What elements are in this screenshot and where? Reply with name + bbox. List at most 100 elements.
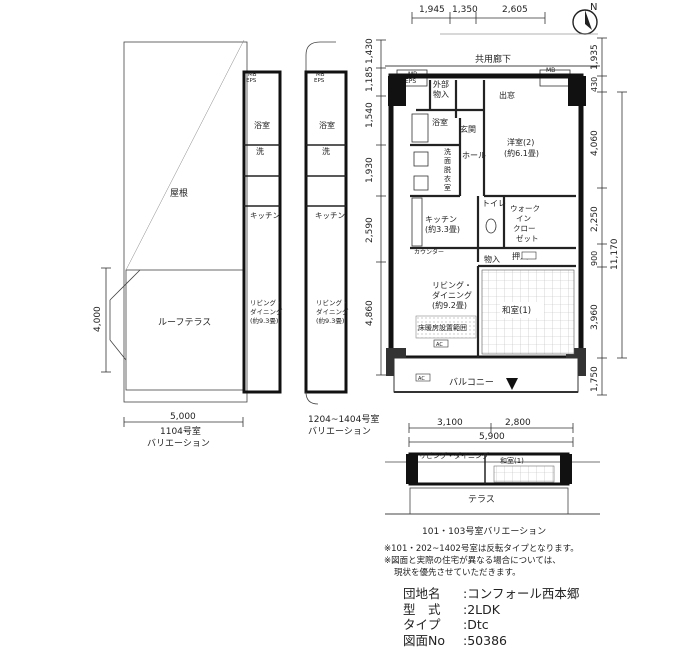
north-label: N — [590, 2, 597, 13]
bottom-dimensions — [408, 423, 574, 447]
japanese-room-label-101: 和室(1) — [500, 456, 524, 465]
svg-text:MB: MB — [316, 72, 325, 78]
caption-1204-line1: 1204~1404号室 — [308, 413, 379, 425]
compass: N — [572, 2, 598, 35]
svg-text:EPS: EPS — [314, 78, 325, 84]
dim-right-5: 900 — [590, 251, 599, 266]
svg-text:イン: イン — [516, 214, 531, 223]
storage-label: 物入 — [484, 254, 500, 264]
outdoor-storage-label: 外部 — [433, 79, 449, 89]
info-key: 団地名 — [403, 586, 441, 601]
ac-unit-balcony — [415, 373, 431, 382]
info-key: 型 式 — [403, 601, 441, 617]
kitchen-counter — [411, 197, 423, 247]
bathtub — [411, 113, 429, 143]
dim-top-2: 1,350 — [452, 5, 478, 15]
note-3: 現状を優先させていただきます。 — [394, 568, 521, 578]
svg-text:(約9.3畳): (約9.3畳) — [316, 316, 344, 325]
washing-machine — [413, 175, 429, 191]
dim-left-2: 1,185 — [365, 66, 375, 92]
svg-text:脱: 脱 — [444, 165, 451, 174]
variation-101: リビング・ダイニング 和室(1) テラス — [385, 451, 600, 515]
balcony-marker-icon — [506, 378, 518, 390]
svg-text:ダイニング: ダイニング — [432, 290, 472, 300]
info-key: 図面No — [403, 632, 445, 648]
svg-text:面: 面 — [444, 157, 451, 165]
entrance-label: 玄関 — [460, 124, 476, 134]
ld-label-101: リビング・ダイニング — [419, 451, 489, 460]
variation-1204: 浴室 洗 キッチン リビング・ ダイニング (約9.3畳) MB EPS — [304, 41, 349, 405]
svg-text:物入: 物入 — [433, 89, 449, 99]
info-key: タイプ — [403, 617, 441, 632]
dim-left-1: 1,430 — [365, 38, 375, 64]
info-row-complex: 団地名 :コンフォール西本郷 — [403, 586, 693, 602]
svg-text:洗: 洗 — [322, 146, 330, 156]
svg-text:キッチン: キッチン — [315, 211, 345, 220]
right-dimensions — [597, 37, 627, 396]
info-row-subtype: タイプ :Dtc — [403, 617, 693, 633]
svg-text:(約9.3畳): (約9.3畳) — [250, 316, 278, 325]
property-info: 団地名 :コンフォール西本郷 型 式 :2LDK タイプ :Dtc 図面No :… — [403, 586, 693, 648]
caption-101: 101・103号室バリエーション — [422, 525, 546, 537]
counter-label: カウンター — [414, 248, 444, 256]
svg-text:浴室: 浴室 — [254, 120, 270, 130]
svg-text:(約3.3畳): (約3.3畳) — [425, 224, 460, 234]
eps-label: EPS — [405, 78, 416, 85]
svg-text:(約6.1畳): (約6.1畳) — [504, 148, 539, 158]
caption-1104-line2: バリエーション — [147, 438, 210, 449]
svg-text:クロー: クロー — [513, 224, 536, 233]
main-plan: 共用廊下 MB EPS MB バルコニー AC — [385, 53, 600, 393]
dim-right-3: 4,060 — [590, 130, 600, 156]
floor-heating-label: 床暖房設置範囲 — [418, 323, 467, 332]
dim-left-5: 2,590 — [365, 217, 375, 243]
dim-right-2: 430 — [590, 77, 599, 92]
svg-text:(約9.2畳): (約9.2畳) — [432, 300, 467, 310]
terrace-label-101: テラス — [468, 494, 495, 505]
bathroom-label: 浴室 — [432, 117, 448, 127]
info-value: :Dtc — [463, 617, 489, 632]
washroom-label: 洗 — [444, 147, 451, 156]
hall-label: ホール — [462, 151, 486, 160]
caption-1204-line2: バリエーション — [308, 426, 371, 437]
dim-bottom-total: 5,900 — [479, 432, 505, 442]
svg-text:ダイニング: ダイニング — [316, 307, 349, 316]
info-row-drawing-no: 図面No :50386 — [403, 633, 693, 649]
dim-right-total: 11,170 — [610, 238, 620, 270]
dim-bottom-2: 2,800 — [505, 418, 531, 428]
svg-text:リビング・: リビング・ — [316, 298, 349, 307]
ac-unit-jp — [521, 251, 537, 260]
roof-terrace-label-1104: ルーフテラス — [158, 317, 211, 328]
wash-basin — [413, 151, 429, 167]
notes: ※101・202~1402号室は反転タイプとなります。 ※図面と実際の住宅が異な… — [384, 543, 696, 579]
info-value: :2LDK — [463, 601, 500, 617]
toilet-label: トイレ — [482, 199, 506, 208]
dim-right-7: 1,750 — [590, 366, 600, 392]
variation-1104: 屋根 ルーフテラス 浴室 洗 キッチン リビング・ ダイニング (約9.3畳) … — [101, 39, 283, 427]
svg-text:AC: AC — [418, 376, 425, 382]
western-room-label: 洋室(2) — [507, 137, 534, 147]
japanese-room-label: 和室(1) — [502, 305, 531, 316]
svg-text:衣: 衣 — [444, 174, 451, 183]
dim-top-3: 2,605 — [502, 5, 528, 15]
dim-top-1: 1,945 — [419, 5, 445, 15]
dim-right-6: 3,960 — [590, 304, 600, 330]
dim-left-4: 1,930 — [365, 157, 375, 183]
left-dimensions — [376, 39, 386, 376]
info-value: :コンフォール西本郷 — [463, 586, 580, 601]
kitchen-label: キッチン — [425, 215, 457, 224]
svg-text:MB: MB — [248, 72, 257, 78]
dim-left-3: 1,540 — [365, 102, 375, 128]
dim-bottom-1: 3,100 — [437, 418, 463, 428]
svg-text:キッチン: キッチン — [250, 211, 280, 220]
note-1: ※101・202~1402号室は反転タイプとなります。 — [384, 544, 579, 554]
info-value: :50386 — [463, 632, 507, 648]
caption-1104-line1: 1104号室 — [160, 425, 201, 437]
svg-text:リビング・: リビング・ — [250, 298, 283, 307]
living-dining-label: リビング・ — [432, 280, 472, 290]
svg-text:ダイニング: ダイニング — [250, 307, 283, 316]
oshiire-label: 押入 — [512, 251, 528, 261]
dim-right-4: 2,250 — [590, 206, 600, 232]
common-corridor-label: 共用廊下 — [475, 53, 511, 65]
